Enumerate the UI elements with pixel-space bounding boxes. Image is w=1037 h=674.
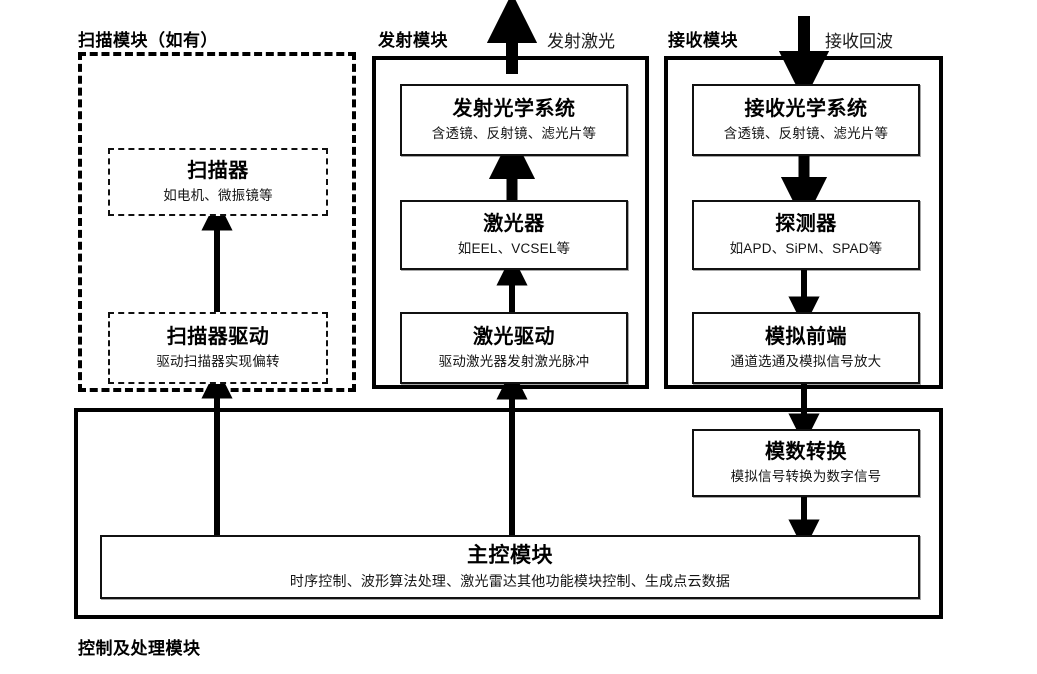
node-main-control-subtitle: 时序控制、波形算法处理、激光雷达其他功能模块控制、生成点云数据 — [289, 573, 731, 590]
control-module-caption: 控制及处理模块 — [78, 639, 201, 658]
node-rx-optics-title: 接收光学系统 — [744, 97, 868, 120]
node-laser-subtitle: 如EEL、VCSEL等 — [457, 240, 571, 256]
node-analog-front-end-subtitle: 通道选通及模拟信号放大 — [730, 353, 882, 369]
node-tx-optics-subtitle: 含透镜、反射镜、滤光片等 — [431, 125, 597, 141]
node-tx-optics[interactable]: 发射光学系统 含透镜、反射镜、滤光片等 — [400, 84, 628, 156]
node-tx-optics-title: 发射光学系统 — [452, 97, 576, 120]
node-rx-optics[interactable]: 接收光学系统 含透镜、反射镜、滤光片等 — [692, 84, 920, 156]
node-detector-title: 探测器 — [775, 212, 837, 235]
node-analog-front-end[interactable]: 模拟前端 通道选通及模拟信号放大 — [692, 312, 920, 384]
node-scanner[interactable]: 扫描器 如电机、微振镜等 — [108, 148, 328, 216]
node-main-control[interactable]: 主控模块 时序控制、波形算法处理、激光雷达其他功能模块控制、生成点云数据 — [100, 535, 920, 599]
node-adc-subtitle: 模拟信号转换为数字信号 — [730, 468, 882, 484]
node-laser-driver-subtitle: 驱动激光器发射激光脉冲 — [438, 353, 590, 369]
node-laser-title: 激光器 — [483, 212, 545, 235]
node-analog-front-end-title: 模拟前端 — [765, 325, 847, 348]
node-scanner-subtitle: 如电机、微振镜等 — [163, 187, 273, 203]
receive-echo-label: 接收回波 — [825, 32, 893, 51]
node-adc-title: 模数转换 — [765, 440, 847, 463]
node-rx-optics-subtitle: 含透镜、反射镜、滤光片等 — [723, 125, 889, 141]
node-detector-subtitle: 如APD、SiPM、SPAD等 — [729, 240, 883, 256]
node-scanner-title: 扫描器 — [187, 159, 249, 182]
transmit-module-caption: 发射模块 — [378, 31, 448, 50]
receive-module-caption: 接收模块 — [668, 31, 738, 50]
node-scanner-driver-title: 扫描器驱动 — [166, 325, 270, 348]
control-module-group — [74, 408, 943, 619]
node-scanner-driver-subtitle: 驱动扫描器实现偏转 — [156, 353, 280, 369]
node-detector[interactable]: 探测器 如APD、SiPM、SPAD等 — [692, 200, 920, 270]
node-laser-driver[interactable]: 激光驱动 驱动激光器发射激光脉冲 — [400, 312, 628, 384]
node-laser[interactable]: 激光器 如EEL、VCSEL等 — [400, 200, 628, 270]
node-adc[interactable]: 模数转换 模拟信号转换为数字信号 — [692, 429, 920, 497]
node-main-control-title: 主控模块 — [467, 544, 553, 568]
node-laser-driver-title: 激光驱动 — [473, 325, 555, 348]
node-scanner-driver[interactable]: 扫描器驱动 驱动扫描器实现偏转 — [108, 312, 328, 384]
scan-module-caption: 扫描模块（如有） — [78, 31, 218, 50]
emit-laser-label: 发射激光 — [547, 32, 615, 51]
